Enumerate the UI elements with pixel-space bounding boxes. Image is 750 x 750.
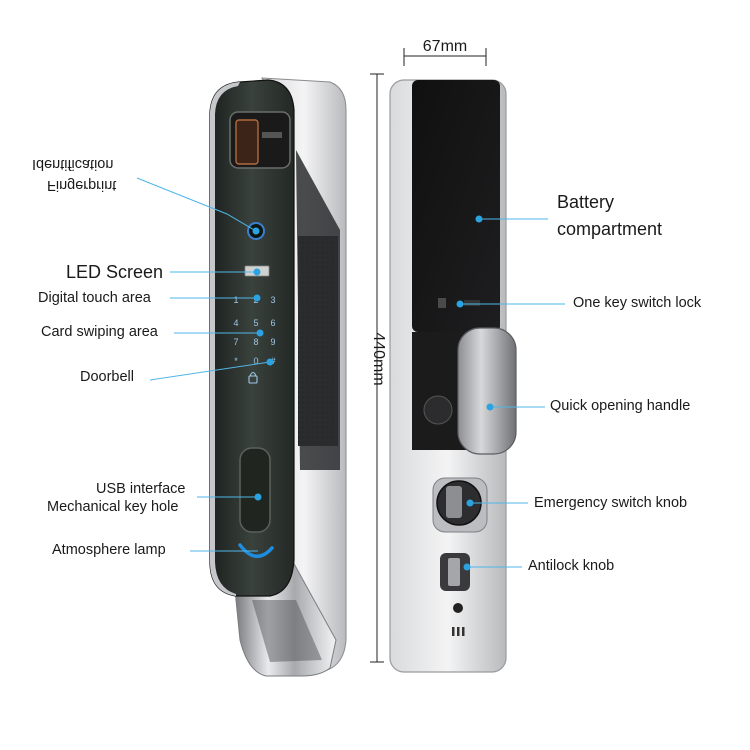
keypad-key[interactable]: 9 xyxy=(270,337,275,347)
doorbell-label: Doorbell xyxy=(80,369,134,385)
emergency-switch-knob-label: Emergency switch knob xyxy=(534,495,688,511)
dimension-lines xyxy=(370,48,487,663)
quick-opening-handle[interactable] xyxy=(457,327,517,455)
front-lock: 123456789*0# xyxy=(209,77,347,677)
usb-interface-label: USB interface xyxy=(96,481,186,497)
atmosphere-lamp-label: Atmosphere lamp xyxy=(52,542,166,558)
digital-touch-area-label: Digital touch area xyxy=(38,290,151,306)
lock-icon xyxy=(248,375,258,384)
battery-compartment-label-line2: compartment xyxy=(557,219,663,239)
height-dimension-label: 440mm xyxy=(370,332,387,386)
width-dimension-label: 67mm xyxy=(422,38,468,55)
one-key-switch-lock-label: One key switch lock xyxy=(573,295,702,311)
keypad-key[interactable]: * xyxy=(234,356,238,366)
keypad-key[interactable]: 0 xyxy=(253,356,258,366)
back-lock xyxy=(389,79,517,673)
keypad-key[interactable]: 3 xyxy=(270,295,275,305)
fingerprint-label-line1: Identification xyxy=(32,156,114,172)
quick-opening-handle-label: Quick opening handle xyxy=(550,398,691,414)
keypad-key[interactable]: 5 xyxy=(253,318,258,328)
battery-cover[interactable] xyxy=(412,80,500,332)
keypad-key[interactable]: 7 xyxy=(233,337,238,347)
card-swiping-area-label: Card swiping area xyxy=(41,324,158,340)
antilock-knob-label: Antilock knob xyxy=(528,558,615,574)
one-key-switch[interactable] xyxy=(438,298,446,308)
keypad-key[interactable]: 1 xyxy=(233,295,238,305)
battery-compartment-label-line1: Battery xyxy=(557,192,615,212)
keypad-key[interactable]: 8 xyxy=(253,337,258,347)
callout-dots xyxy=(252,215,494,571)
callout-lines xyxy=(136,177,565,568)
keypad-key[interactable]: 4 xyxy=(233,318,238,328)
fingerprint-label-line2: Fingerprint xyxy=(47,177,117,193)
key-hole-cover[interactable] xyxy=(239,447,271,533)
atmosphere-lamp xyxy=(238,543,274,558)
mechanical-key-hole-label: Mechanical key hole xyxy=(47,499,179,515)
led-screen-label: LED Screen xyxy=(66,262,164,282)
keypad-key[interactable]: 6 xyxy=(270,318,275,328)
